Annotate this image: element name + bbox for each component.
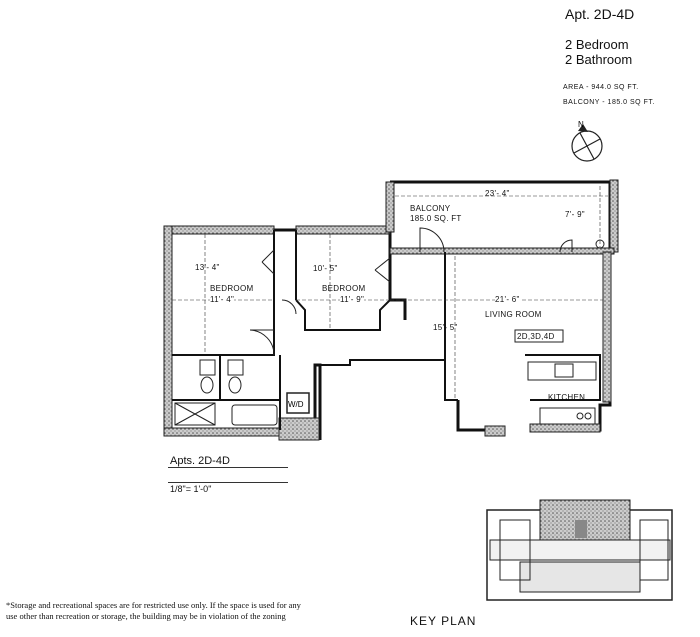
living-room-label: LIVING ROOM (485, 310, 542, 319)
key-plan-label: KEY PLAN (410, 614, 477, 628)
apts-rule-top (168, 467, 288, 468)
storage-disclaimer: *Storage and recreational spaces are for… (6, 600, 301, 621)
door-swings (249, 227, 605, 356)
bedroom1-width-dim: 11'- 4" (210, 295, 235, 304)
bedroom-count: 2 Bedroom (565, 37, 629, 52)
balcony-depth-dim: 7'- 9" (565, 210, 585, 219)
kitchen-fixtures (527, 361, 597, 425)
compass-icon: N (571, 120, 603, 162)
balcony-area-text: BALCONY - 185.0 SQ FT. (563, 99, 655, 106)
living-depth-dim: 15'- 5" (433, 323, 458, 332)
living-width-dim: 21'- 6" (495, 295, 520, 304)
bedroom2-width-dim: 11'- 9" (340, 295, 365, 304)
bedroom2-depth-dim: 10'- 5" (313, 264, 338, 273)
bathroom-count: 2 Bathroom (565, 52, 633, 67)
apts-caption: Apts. 2D-4D (170, 455, 230, 467)
bathroom-fixtures (174, 359, 278, 426)
key-plan (486, 499, 673, 601)
balcony-sqft-label: 185.0 SQ. FT (410, 214, 462, 223)
washer-dryer-closet: W/D (286, 392, 310, 414)
interior-walls (172, 230, 601, 430)
apts-rule-bottom (168, 482, 288, 483)
apartment-title: Apt. 2D-4D (565, 6, 635, 22)
bedroom2-label: BEDROOM (322, 284, 366, 293)
bedroom1-label: BEDROOM (210, 284, 254, 293)
unit-tag: 2D,3D,4D (517, 332, 555, 341)
area-text: AREA - 944.0 SQ FT. (563, 84, 639, 91)
scale-caption: 1/8"= 1'-0" (170, 484, 212, 494)
bedroom1-depth-dim: 13'- 4" (195, 263, 220, 272)
unit-tag-box (514, 329, 564, 343)
north-label: N (578, 120, 584, 129)
balcony-width-dim: 23'- 4" (485, 189, 510, 198)
balcony-label: BALCONY (410, 204, 451, 213)
kitchen-label: KITCHEN (548, 393, 586, 402)
wd-label: W/D (288, 400, 304, 409)
unit-summary: 2 Bedroom 2 Bathroom (565, 37, 632, 67)
